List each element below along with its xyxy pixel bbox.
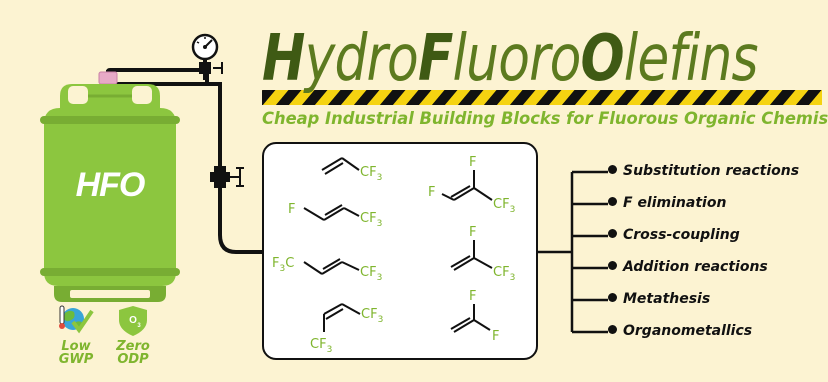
ozone-shield-icon: O 3 xyxy=(119,306,147,336)
title-part: lefins xyxy=(623,22,759,96)
reaction-item: Organometallics xyxy=(608,320,799,352)
reaction-item: Substitution reactions xyxy=(608,160,799,192)
reaction-label: Organometallics xyxy=(623,323,753,339)
reaction-item: Metathesis xyxy=(608,288,799,320)
pressure-gauge-icon xyxy=(191,33,223,80)
molecule-label: F3C xyxy=(272,256,294,274)
reaction-bracket xyxy=(538,170,608,334)
title-part: luoro xyxy=(452,22,582,96)
bullet-icon xyxy=(608,165,617,174)
badge-line: GWP xyxy=(58,352,94,367)
molecule-label: F xyxy=(469,155,476,170)
reaction-item: Addition reactions xyxy=(608,256,799,288)
reaction-label: Cross-coupling xyxy=(623,227,740,243)
molecule-label: CF3 xyxy=(493,197,515,215)
svg-text:O: O xyxy=(129,315,137,326)
molecule-structures: CF3 F CF3 F3C CF3 CF3 CF3 F F CF3 F CF3 … xyxy=(272,155,515,355)
badge-line: Zero xyxy=(116,339,150,354)
molecule-label: CF3 xyxy=(360,265,382,283)
molecule-box: CF3 F CF3 F3C CF3 CF3 CF3 F F CF3 F CF3 … xyxy=(262,142,538,360)
molecule-label: CF3 xyxy=(360,211,382,229)
reaction-label: Substitution reactions xyxy=(623,163,800,179)
reaction-label: F elimination xyxy=(623,195,727,211)
tank-label: HFO xyxy=(75,166,146,204)
reaction-list: Substitution reactions F elimination Cro… xyxy=(608,160,799,352)
title-part: H xyxy=(262,22,305,96)
bullet-icon xyxy=(608,325,617,334)
zero-odp-badge: Zero ODP xyxy=(103,340,163,366)
svg-text:3: 3 xyxy=(137,323,141,329)
molecule-label: CF3 xyxy=(493,265,515,283)
badge-line: Low xyxy=(61,339,91,354)
reaction-item: Cross-coupling xyxy=(608,224,799,256)
hazard-stripe xyxy=(262,90,822,105)
reaction-item: F elimination xyxy=(608,192,799,224)
molecule-label: CF3 xyxy=(360,165,382,183)
page-title: HydroFluoroOlefins xyxy=(262,18,759,100)
reaction-label: Metathesis xyxy=(623,291,711,307)
molecule-label: F xyxy=(469,225,476,240)
molecule-label: F xyxy=(428,185,435,200)
molecule-label: CF3 xyxy=(310,337,332,355)
molecule-label: CF3 xyxy=(361,307,383,325)
molecule-label: F xyxy=(288,202,295,217)
title-part: F xyxy=(417,22,453,96)
globe-check-icon xyxy=(59,305,94,334)
title-part: ydro xyxy=(304,22,419,96)
bullet-icon xyxy=(608,293,617,302)
molecule-label: F xyxy=(469,289,476,304)
low-gwp-badge: Low GWP xyxy=(46,340,106,366)
bullet-icon xyxy=(608,197,617,206)
bullet-icon xyxy=(608,229,617,238)
molecule-label: F xyxy=(492,329,499,344)
badge-line: ODP xyxy=(117,352,149,367)
title-part: O xyxy=(580,22,625,96)
subtitle: Cheap Industrial Building Blocks for Flu… xyxy=(262,109,828,129)
gas-tank-icon xyxy=(40,71,180,302)
bullet-icon xyxy=(608,261,617,270)
reaction-label: Addition reactions xyxy=(623,259,768,275)
valve-icon xyxy=(210,166,244,188)
